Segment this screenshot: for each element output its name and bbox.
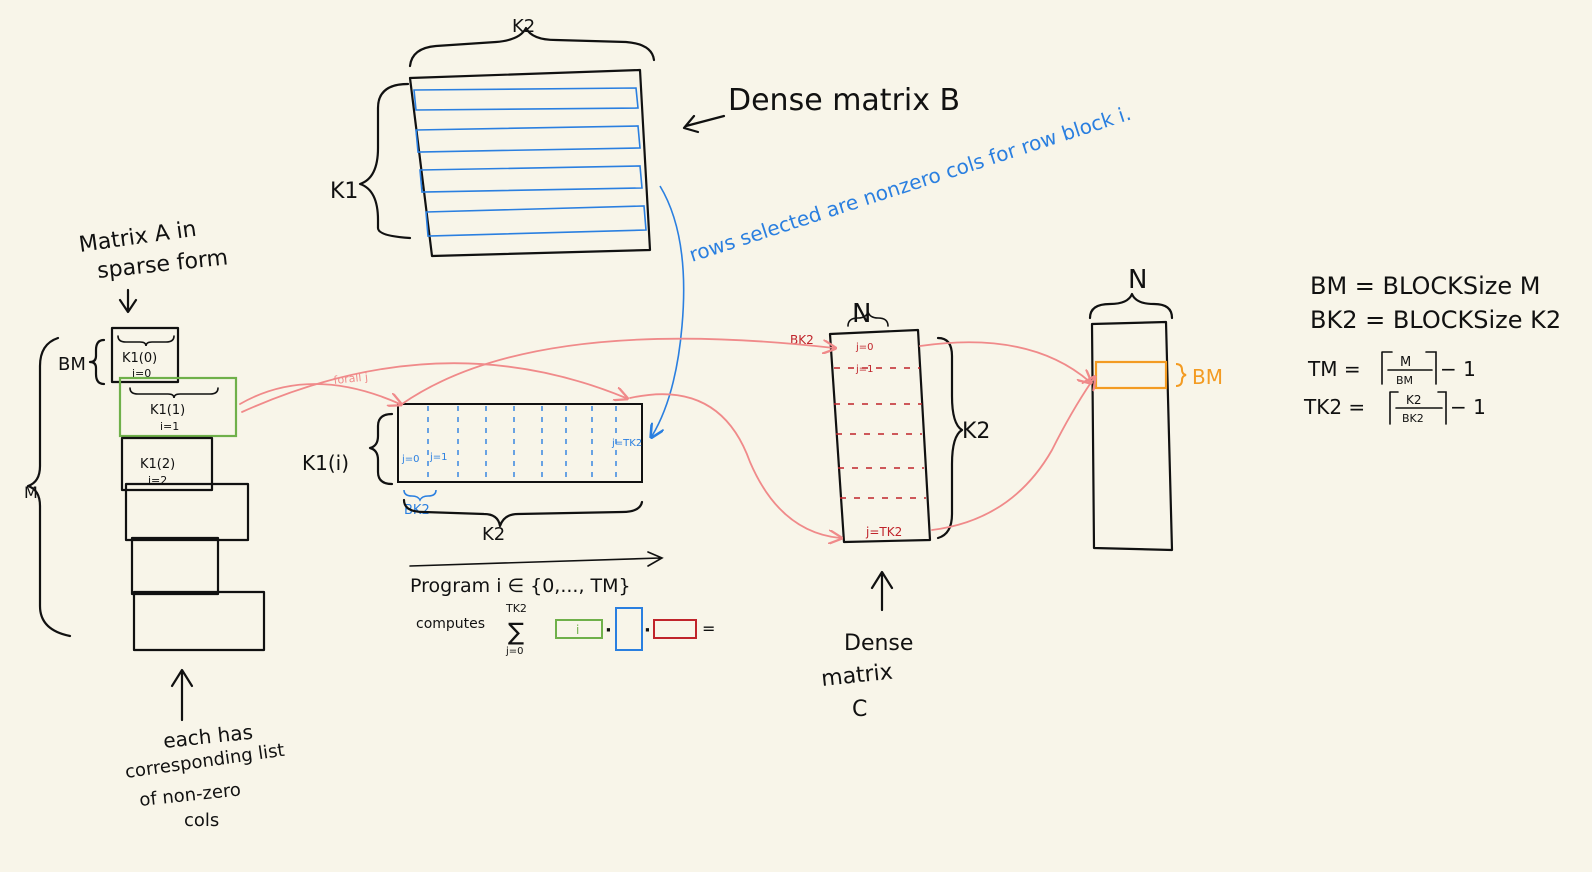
k1i-block (397, 403, 643, 483)
block-a-3 (124, 482, 250, 542)
rows-selected-arrow (652, 185, 685, 436)
block-a-0-k: K1(0) (122, 351, 157, 366)
formula-dot-2: · (644, 620, 651, 641)
k1i-jtk2: j=TK2 (611, 438, 642, 449)
flow-b-to-c-top (401, 337, 834, 405)
sum-top: TK2 (505, 602, 527, 615)
flow-a-to-b-start (239, 383, 400, 404)
flow-c-to-out-top (919, 341, 1090, 382)
bk2-mid-brace (403, 489, 437, 502)
c-j1-label: j=1 (855, 364, 874, 375)
matrix-c-outline (828, 328, 932, 544)
matrix-c: N BK2 j=0 j=1 j=TK2 K2 Dense matrix C (790, 299, 990, 722)
n-c-brace (847, 309, 889, 327)
k1-b-label: K1 (330, 179, 358, 204)
each-has-line-4: cols (184, 810, 219, 831)
output-matrix: N BM (1088, 265, 1223, 552)
block-a-2 (120, 436, 214, 492)
k2-mid-brace (402, 498, 644, 528)
block-a-0 (110, 326, 180, 384)
k2-c-label: K2 (962, 419, 990, 444)
n-out-label: N (1128, 265, 1147, 295)
matrix-b-row-stripes (413, 87, 647, 237)
definitions: BM = BLOCKSize M BK2 = BLOCKSize K2 TM =… (1303, 272, 1561, 425)
k1i-j1: j=1 (429, 452, 448, 463)
k1i-left-brace (368, 412, 394, 486)
k1i-j0: j=0 (401, 454, 420, 465)
c-j0-label: j=0 (855, 342, 874, 353)
flow-b-to-c-bottom (629, 393, 840, 538)
program-block: j=0 j=1 j=TK2 BK2 K1(i) K2 Program i ∈ {… (302, 403, 715, 657)
matrix-a-pointer-arrow (118, 288, 138, 314)
sum-symbol: ∑ (508, 618, 524, 646)
dense-b-label: Dense matrix B (728, 83, 960, 118)
program-label: Program i ∈ {0,..., TM} (410, 575, 631, 597)
dense-b-arrow (682, 114, 726, 134)
def-bk2: BK2 = BLOCKSize K2 (1310, 306, 1561, 334)
formula-c-block (653, 619, 697, 639)
tm-lhs: TM = (1307, 357, 1361, 381)
bm-out-label: BM (1192, 365, 1223, 389)
tm-num: M (1400, 355, 1411, 370)
block-a-5 (132, 590, 266, 652)
block-a-2-k: K1(2) (140, 457, 175, 472)
matrix-b: K2 K1 Dense matrix B (330, 16, 960, 258)
formula-dot-1: · (605, 620, 612, 641)
m-left-label: M (24, 483, 38, 502)
flow-c-to-out-bottom (931, 378, 1094, 531)
rows-selected-label: rows selected are nonzero cols for row b… (686, 101, 1134, 267)
flow-a-to-b-end (241, 362, 626, 413)
block-a-1-i: i=1 (160, 420, 179, 433)
block-a-0-i: i=0 (132, 367, 151, 380)
bm-out-brace (1175, 363, 1187, 387)
computes-label: computes (416, 616, 485, 632)
program-arrow (409, 551, 664, 567)
bm-left-brace (88, 338, 106, 386)
bm-left-label: BM (58, 354, 86, 375)
n-out-brace (1088, 292, 1174, 320)
k2-c-brace (936, 336, 964, 540)
tk2-num: K2 (1406, 393, 1422, 407)
tk2-den: BK2 (1402, 412, 1424, 425)
block-a-4 (130, 536, 220, 596)
each-has-line-3: of non-zero (138, 779, 242, 811)
k2-top-label: K2 (512, 16, 535, 37)
each-has-arrow (170, 668, 194, 722)
n-c-label: N (852, 299, 871, 329)
k2-mid-label: K2 (482, 524, 505, 545)
k1i-label: K1(i) (302, 451, 349, 475)
tk2-lhs: TK2 = (1303, 395, 1365, 419)
m-left-brace (26, 336, 72, 638)
forall-label: forall j (333, 370, 369, 387)
k1i-column-dividers (427, 406, 617, 480)
formula-a-block (555, 619, 603, 639)
output-outline (1090, 320, 1174, 552)
output-bm-row (1094, 360, 1168, 390)
sum-bottom: j=0 (505, 646, 524, 657)
k2-top-brace (408, 26, 656, 68)
matrix-a: Matrix A in sparse form BM M K1(0) i=0 K… (24, 217, 286, 831)
tm-den: BM (1396, 374, 1413, 387)
dense-c-line-1: Dense (844, 631, 913, 656)
def-bm: BM = BLOCKSize M (1310, 272, 1541, 300)
c-jtk2-label: j=TK2 (865, 525, 902, 539)
formula-a-i: i (576, 623, 579, 637)
block-a-1-k: K1(1) (150, 403, 185, 418)
flow-arrows: forall j (239, 337, 1094, 538)
block-a-1-highlighted (118, 376, 238, 438)
dense-c-line-3: C (852, 697, 867, 722)
formula-b-block (615, 607, 643, 651)
dense-c-line-2: matrix (820, 660, 894, 692)
matrix-c-row-dividers (834, 367, 926, 499)
tm-rest: − 1 (1440, 357, 1476, 381)
k1-left-brace (358, 82, 412, 240)
tk2-rest: − 1 (1450, 395, 1486, 419)
matrix-b-outline (408, 68, 652, 258)
dense-c-arrow (870, 570, 894, 612)
formula-eq: = (702, 619, 715, 638)
